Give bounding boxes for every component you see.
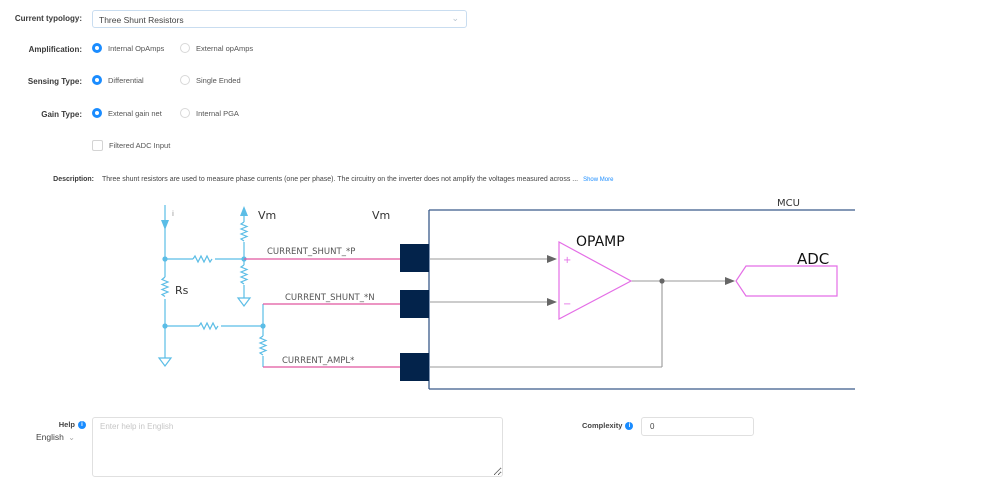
radio-external-opamps[interactable]: External opAmps [180,43,253,53]
opamp [558,240,633,320]
radio-single-ended[interactable]: Single Ended [180,75,241,85]
info-icon[interactable]: i [625,422,634,431]
complexity-label: Complexity [582,421,623,430]
description: Three shunt resistors are used to measur… [102,176,613,183]
complexity-input[interactable] [641,417,754,436]
chevron-down-icon: ⌄ [68,433,75,442]
radio-label: Differential [108,75,144,85]
chevron-down-icon: ⌄ [451,13,459,23]
output-junction-dot [659,278,665,284]
current-label: i [172,210,174,218]
help-label: Help [58,420,75,429]
radio-external-gain-net[interactable]: Extenal gain net [92,108,162,118]
radio-label: Internal PGA [196,108,239,118]
radio-selected-icon [92,108,102,118]
minus-sign: − [563,299,571,310]
mcu-pins [400,244,429,381]
resistor-bottom [198,321,219,331]
junction-dot [162,256,168,262]
resistor-top [192,254,213,264]
checkbox-label: Filtered ADC Input [109,141,171,150]
current-arrow-icon [161,220,169,230]
typology-select[interactable]: Three Shunt Resistors ⌄ [92,10,467,28]
junction-dot [260,323,266,329]
radio-label: Internal OpAmps [108,43,165,53]
junction-dot [162,323,168,329]
radio-differential[interactable]: Differential [92,75,144,85]
radio-internal-opamps[interactable]: Internal OpAmps [92,43,164,53]
language-value: English [36,432,64,442]
adc-label: ADC [797,250,829,268]
pin-shunt-n [400,290,429,318]
show-more-link[interactable]: Show More [583,177,614,183]
ground-icon [236,297,252,307]
vm-label-right: Vm [372,209,390,222]
shunt-resistor-rs [160,276,170,297]
resistor-vm-pullup [239,221,249,242]
description-text: Three shunt resistors are used to measur… [102,176,579,183]
description-label: Description: [53,176,94,183]
radio-selected-icon [92,43,102,53]
ground-icon [157,357,173,367]
language-select[interactable]: English ⌄ [36,432,75,442]
opamp-triangle [558,240,633,320]
radio-unselected-icon [180,43,190,53]
info-icon[interactable]: i [78,421,86,430]
adc-block [735,265,838,297]
radio-unselected-icon [180,108,190,118]
resistor-pulldown [239,264,249,285]
filtered-adc-checkbox[interactable]: Filtered ADC Input [92,140,170,151]
radio-unselected-icon [180,75,190,85]
pin-ampl [400,353,429,381]
signal-label-shunt-p: CURRENT_SHUNT_*P [267,247,355,257]
help-textarea[interactable] [92,417,503,477]
resistor-feedback [258,335,268,356]
radio-selected-icon [92,75,102,85]
pin-shunt-p [400,244,429,272]
typology-label: Current typology: [14,14,82,23]
checkbox-icon [92,140,103,151]
radio-label: External opAmps [196,43,254,53]
internal-signals [430,255,735,368]
radio-label: Single Ended [196,75,241,85]
signal-label-shunt-n: CURRENT_SHUNT_*N [285,293,375,303]
radio-label: Extenal gain net [108,108,162,118]
gain-type-label: Gain Type: [41,110,82,119]
opamp-label: OPAMP [576,234,625,250]
vm-arrow-icon [240,206,248,216]
mcu-block [428,209,855,390]
amplification-label: Amplification: [28,45,82,54]
vm-label-left: Vm [258,209,276,222]
radio-internal-pga[interactable]: Internal PGA [180,108,239,118]
plus-sign: + [563,255,571,266]
mcu-label: MCU [777,198,800,209]
sensing-type-label: Sensing Type: [27,77,82,86]
typology-value: Three Shunt Resistors [99,15,184,25]
signal-label-ampl: CURRENT_AMPL* [282,356,354,366]
rs-label: Rs [175,284,189,297]
signal-wires [244,258,400,368]
